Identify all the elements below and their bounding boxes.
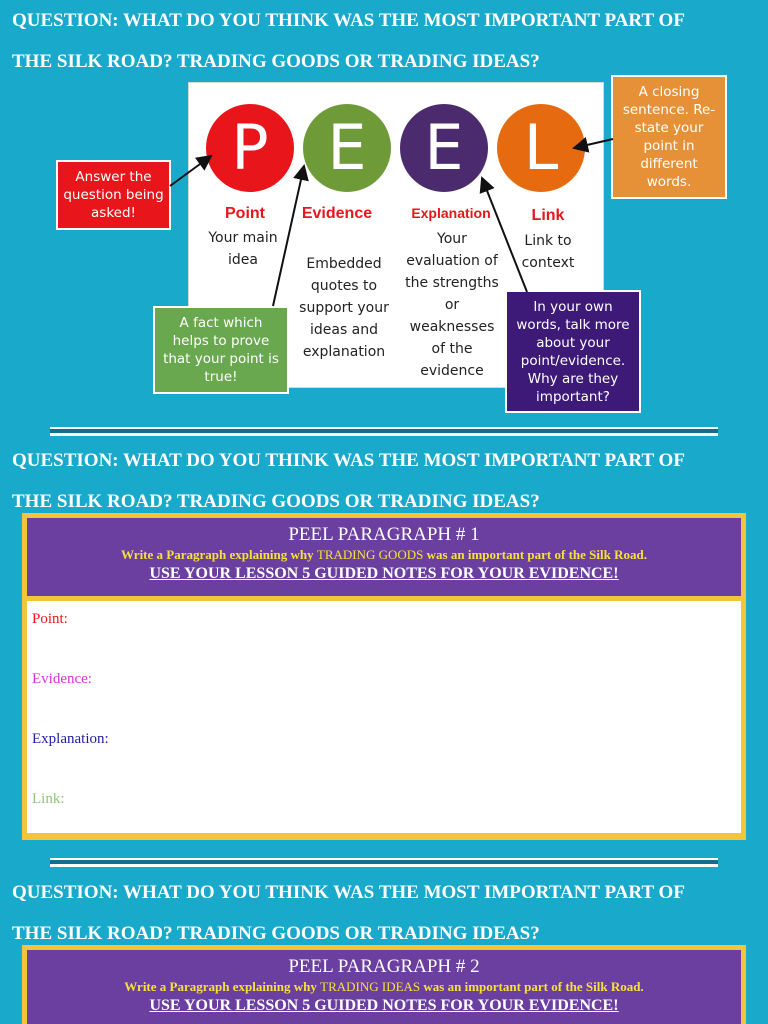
question-heading-3: QUESTION: WHAT DO YOU THINK WAS THE MOST…	[12, 872, 760, 954]
instr-topic: TRADING GOODS	[316, 547, 424, 562]
peel-desc-line: quotes to	[310, 278, 378, 294]
peel-circle-l: L	[497, 104, 585, 192]
field-point-label: Point:	[32, 611, 68, 627]
peel-desc-line: evidence	[420, 363, 484, 379]
question-line-2: THE SILK ROAD? TRADING GOODS OR TRADING …	[12, 923, 540, 944]
instr-topic: TRADING IDEAS	[320, 979, 421, 994]
paragraph-notes-reminder: USE YOUR LESSON 5 GUIDED NOTES FOR YOUR …	[149, 997, 619, 1014]
peel-title-point: Point	[225, 205, 265, 222]
peel-desc-line: the strengths	[405, 275, 499, 291]
callout-line: important?	[536, 388, 610, 405]
callout-line: point/evidence.	[520, 352, 626, 369]
callout-line: different	[640, 156, 698, 172]
instr-prefix: Write a Paragraph explaining why	[121, 547, 317, 562]
callout-line: words, talk more	[516, 316, 630, 333]
peel-desc-line: of the	[431, 341, 473, 357]
peel-desc-line: weaknesses	[409, 319, 495, 335]
question-line-1: QUESTION: WHAT DO YOU THINK WAS THE MOST…	[12, 882, 685, 903]
callout-line: Answer the	[75, 169, 152, 185]
field-link-label: Link:	[32, 791, 65, 807]
paragraph-title: PEEL PARAGRAPH # 1	[288, 524, 480, 545]
peel-desc-line: support your	[299, 300, 389, 316]
callout-line: state your	[634, 120, 704, 136]
field-evidence-label: Evidence:	[32, 671, 92, 687]
paragraph-notes-reminder: USE YOUR LESSON 5 GUIDED NOTES FOR YOUR …	[149, 565, 619, 582]
peel-desc-line: context	[521, 255, 575, 271]
peel-desc-line: ideas and	[309, 322, 379, 338]
paragraph-writing-area[interactable]: Point: Evidence: Explanation: Link:	[27, 601, 741, 833]
callout-explanation: In your own words, talk more about your …	[505, 290, 641, 413]
paragraph-instructions: Write a Paragraph explaining why TRADING…	[27, 546, 741, 563]
callout-link: A closing sentence. Re- state your point…	[611, 75, 727, 199]
callout-line: In your own	[533, 298, 613, 315]
question-line-1: QUESTION: WHAT DO YOU THINK WAS THE MOST…	[12, 450, 685, 471]
callout-evidence: A fact which helps to prove that your po…	[153, 306, 289, 394]
callout-line: point in	[643, 138, 695, 154]
question-heading-2: QUESTION: WHAT DO YOU THINK WAS THE MOST…	[12, 440, 760, 522]
callout-line: true!	[204, 369, 238, 385]
field-explanation-label: Explanation:	[32, 731, 109, 747]
question-line-2: THE SILK ROAD? TRADING GOODS OR TRADING …	[12, 51, 540, 72]
question-line-2: THE SILK ROAD? TRADING GOODS OR TRADING …	[12, 491, 540, 512]
callout-point: Answer the question being asked!	[56, 160, 171, 230]
peel-desc-line: Link to	[524, 233, 572, 249]
section-divider	[50, 427, 718, 436]
callout-line: Why are they	[527, 370, 619, 387]
peel-circle-e1: E	[303, 104, 391, 192]
peel-desc-line: Your main	[208, 230, 278, 246]
peel-title-evidence: Evidence	[301, 205, 373, 222]
peel-desc-line: Your	[437, 231, 467, 247]
peel-desc-line: idea	[228, 252, 258, 268]
peel-circle-p: P	[206, 104, 294, 192]
peel-desc-line: explanation	[302, 344, 386, 360]
callout-line: question being	[63, 187, 164, 203]
peel-desc-line: evaluation of	[406, 253, 498, 269]
peel-desc-line: Embedded	[306, 256, 382, 272]
question-line-1: QUESTION: WHAT DO YOU THINK WAS THE MOST…	[12, 10, 685, 31]
peel-desc-point: Your main idea	[197, 227, 289, 271]
callout-line: that your point is	[163, 351, 279, 367]
callout-line: about your	[536, 334, 610, 351]
instr-suffix: was an important part of the Silk Road.	[420, 979, 644, 994]
instr-suffix: was an important part of the Silk Road.	[423, 547, 647, 562]
paragraph-header: PEEL PARAGRAPH # 2 Write a Paragraph exp…	[27, 950, 741, 1024]
peel-paragraph-1: PEEL PARAGRAPH # 1 Write a Paragraph exp…	[22, 513, 746, 840]
paragraph-header: PEEL PARAGRAPH # 1 Write a Paragraph exp…	[27, 518, 741, 596]
peel-desc-link: Link to context	[503, 230, 593, 274]
callout-line: asked!	[91, 205, 136, 221]
callout-line: words.	[646, 174, 692, 190]
peel-title-explanation: Explanation	[411, 205, 491, 221]
instr-prefix: Write a Paragraph explaining why	[124, 979, 321, 994]
callout-line: A closing	[638, 84, 700, 100]
peel-title-link: Link	[531, 207, 565, 224]
paragraph-title: PEEL PARAGRAPH # 2	[288, 956, 480, 977]
peel-circle-e2: E	[400, 104, 488, 192]
callout-line: helps to prove	[172, 333, 270, 349]
peel-paragraph-2: PEEL PARAGRAPH # 2 Write a Paragraph exp…	[22, 945, 746, 1024]
callout-line: A fact which	[179, 315, 263, 331]
paragraph-instructions: Write a Paragraph explaining why TRADING…	[27, 978, 741, 995]
callout-line: sentence. Re-	[622, 102, 716, 118]
peel-desc-evidence: Embedded quotes to support your ideas an…	[293, 253, 395, 363]
section-divider	[50, 858, 718, 867]
peel-desc-line: or	[444, 297, 460, 313]
question-heading-1: QUESTION: WHAT DO YOU THINK WAS THE MOST…	[12, 0, 760, 82]
peel-desc-explanation: Your evaluation of the strengths or weak…	[397, 228, 507, 382]
